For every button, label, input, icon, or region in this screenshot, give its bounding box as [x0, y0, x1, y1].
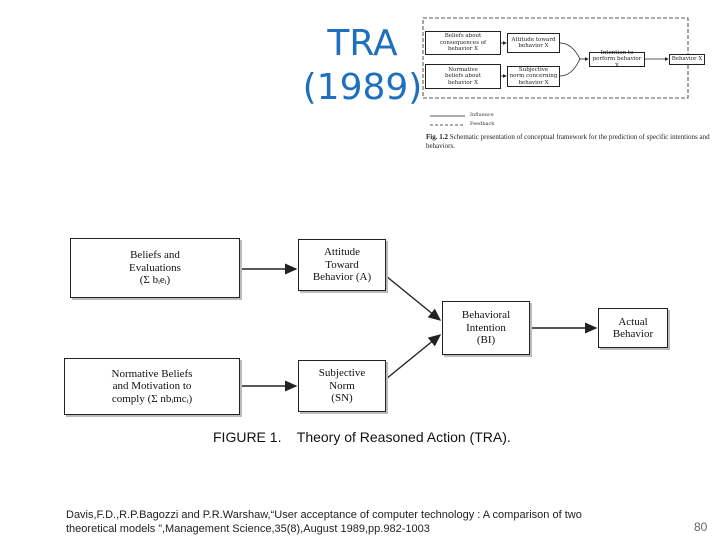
fig12-legend-influence: Influence — [470, 112, 494, 118]
citation-line1: Davis,F.D.,R.P.Bagozzi and P.R.Warshaw,“… — [66, 509, 582, 521]
fig12-caption: Fig. 1.2 Schematic presentation of conce… — [426, 133, 711, 150]
fig1-diagram: Beliefs and Evaluations (Σ bᵢeᵢ) Attitud… — [64, 238, 668, 445]
fig12-beliefs-box: Beliefs about consequences of behavior X — [425, 31, 501, 55]
citation-line2: theoretical models ”,Management Science,… — [66, 523, 430, 535]
fig12-subjective-box: Subjective norm concerning behavior X — [507, 66, 560, 87]
fig1-connectors — [240, 263, 598, 392]
fig12-legend-feedback: Feedback — [470, 121, 495, 127]
fig12-diagram: Beliefs about consequences of behavior X… — [420, 14, 720, 164]
fig12-caption-text: Schematic presentation of conceptual fra… — [426, 133, 710, 150]
slide-title: TRA (1989) — [290, 22, 435, 110]
slide-title-line2: (1989) — [302, 67, 423, 108]
fig1-behavior-box: Actual Behavior — [598, 308, 668, 348]
fig1-caption: FIGURE 1. Theory of Reasoned Action (TRA… — [213, 429, 511, 445]
fig1-intention-box: Behavioral Intention (BI) — [442, 301, 530, 355]
fig1-attitude-box: Attitude Toward Behavior (A) — [298, 239, 386, 291]
page-number: 80 — [694, 520, 708, 534]
fig12-caption-label: Fig. 1.2 — [426, 133, 448, 141]
fig12-attitude-box: Attitude toward behavior X — [507, 33, 560, 53]
fig12-behavior-box: Behavior X — [669, 54, 705, 65]
fig12-normative-box: Normative beliefs about behavior X — [425, 64, 501, 89]
fig1-subjective-box: Subjective Norm (SN) — [298, 360, 386, 412]
fig12-connectors — [422, 17, 689, 126]
slide-title-line1: TRA — [327, 23, 398, 64]
citation: Davis,F.D.,R.P.Bagozzi and P.R.Warshaw,“… — [66, 508, 666, 536]
fig12-intention-box: Intention to perform behavior X — [589, 50, 645, 69]
fig1-normative-box: Normative Beliefs and Motivation to comp… — [64, 358, 240, 415]
fig1-beliefs-box: Beliefs and Evaluations (Σ bᵢeᵢ) — [70, 238, 240, 298]
